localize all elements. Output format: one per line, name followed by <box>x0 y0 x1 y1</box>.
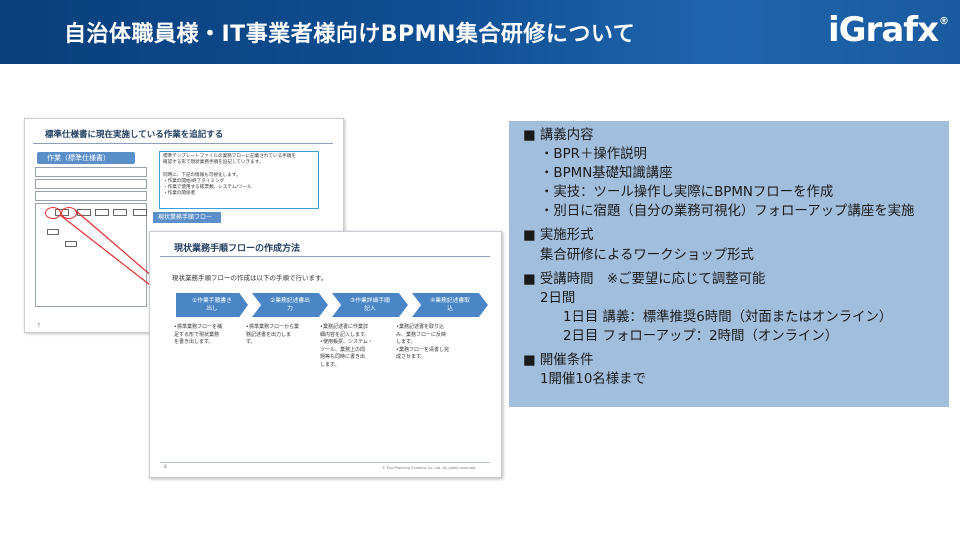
flow-node <box>65 241 77 247</box>
step-chevron: ④業務記述書取込 <box>412 293 488 317</box>
highlight-circle <box>45 207 61 219</box>
work-tag: 作業（標準仕様書） <box>37 152 135 164</box>
swimlane <box>35 179 147 189</box>
intro-text: 現状業務手順フローの作成は以下の手順で行います。 <box>172 274 328 282</box>
flow-node <box>95 209 109 216</box>
section-heading-format: ■ 実施形式 <box>523 228 594 244</box>
lecture-item: ・実技：ツール操作し実際にBPMNフローを作成 <box>540 185 834 201</box>
duration-text: 2日間 <box>540 290 576 306</box>
conditions-text: 1開催10名様まで <box>540 372 646 388</box>
flow-node <box>47 229 59 235</box>
page-title: 自治体職員様・IT事業者様向けBPMN集合研修について <box>64 22 636 47</box>
day1-text: 1日目 講義：標準推奨6時間（対面またはオンライン） <box>563 309 893 325</box>
page-number: 8 <box>164 465 167 470</box>
format-text: 集合研修によるワークショップ形式 <box>540 247 754 263</box>
swimlane <box>35 191 147 201</box>
thumbnail-title: 標準仕様書に現在実施している作業を追記する <box>45 130 224 140</box>
thumbnail-title: 現状業務手順フローの作成方法 <box>174 244 301 254</box>
igrafx-logo: iGrafx® <box>828 10 949 50</box>
page-number: 7 <box>37 323 41 329</box>
footer-divider <box>160 462 490 463</box>
step-chevrons: ①作業手順書き出し ②業務記述書出力 ③作業詳細手順記入 ④業務記述書取込 <box>176 293 488 317</box>
highlight-circle <box>61 207 77 219</box>
section-heading-lecture: ■ 講義内容 <box>523 128 594 143</box>
step-description: •標準業務フローから業 務記述書を出力しま す。 <box>246 324 299 345</box>
section-heading-time: ■ 受講時間 ※ご要望に応じて調整可能 <box>523 271 766 287</box>
title-divider <box>33 143 333 144</box>
lecture-item: ・BPMN基礎知識講座 <box>540 166 673 182</box>
swimlane <box>35 167 147 177</box>
flow-tag: 現状業務手順フロー <box>153 212 221 223</box>
step-description: •業務記述書に作業詳 細内容を記入します。•使用帳票、システム・ ツール、業務上… <box>320 324 373 368</box>
step-chevron: ①作業手順書き出し <box>176 293 248 317</box>
flow-node <box>133 209 147 216</box>
step-chevron: ②業務記述書出力 <box>252 293 328 317</box>
slide-thumbnail-flow-method: 現状業務手順フローの作成方法 現状業務手順フローの作成は以下の手順で行います。 … <box>149 231 502 478</box>
flow-node <box>77 209 91 216</box>
title-divider <box>160 256 490 257</box>
section-heading-conditions: ■ 開催条件 <box>523 353 594 369</box>
course-info-panel: ■ 講義内容 ・BPR＋操作説明 ・BPMN基礎知識講座 ・実技：ツール操作し実… <box>509 121 949 407</box>
step-chevron: ③作業詳細手順記入 <box>332 293 408 317</box>
step-description: •業務記述書を取り込 み、業務フローに反映 します。 •業務フローを清書し完 成… <box>396 324 449 360</box>
lecture-item: ・別日に宿題（自分の業務可視化）フォローアップ講座を実施 <box>540 204 915 220</box>
flow-node <box>113 209 127 216</box>
day2-text: 2日目 フォローアップ：2時間（オンライン） <box>563 328 839 344</box>
lecture-item: ・BPR＋操作説明 <box>540 147 647 163</box>
copyright: © Eco-Planning Systems Co.,Ltd. All righ… <box>382 466 477 470</box>
note-box: 標準テンプレートファイルの業務フローに記載されている手順を 確認する形で現状業務… <box>159 151 319 209</box>
step-description: •標準業務フローを補 足する形で現状業務 を書き出します。 <box>174 324 222 345</box>
header-bar: 自治体職員様・IT事業者様向けBPMN集合研修について iGrafx® <box>0 0 960 64</box>
